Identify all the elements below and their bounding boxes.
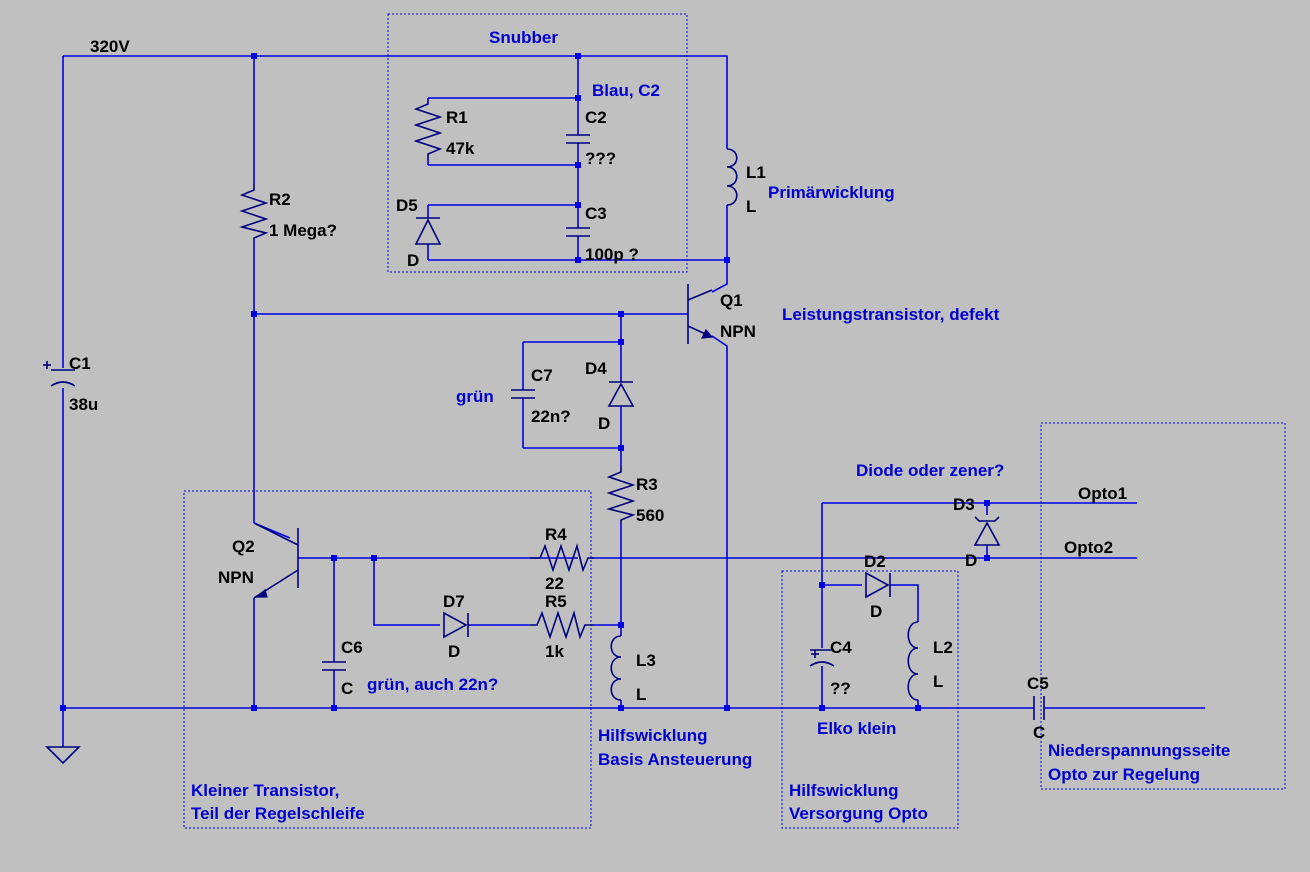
r3-value: 560 — [636, 506, 664, 525]
d5-value: D — [407, 251, 419, 270]
net-opto1: Opto1 — [1078, 484, 1127, 503]
c3-name: C3 — [585, 204, 607, 223]
q2-value: NPN — [218, 568, 254, 587]
d3-value: D — [965, 551, 977, 570]
hilf-basis-note-1: Hilfswicklung — [598, 726, 708, 745]
q2-name: Q2 — [232, 537, 255, 556]
component-labels: 320V C1 38u R2 1 Mega? R1 47k C2 ??? D5 … — [69, 37, 1127, 742]
primaer-note: Primärwicklung — [768, 183, 895, 202]
c1-name: C1 — [69, 354, 91, 373]
kleiner-transistor-note-2: Teil der Regelschleife — [191, 804, 365, 823]
kleiner-transistor-note-1: Kleiner Transistor, — [191, 781, 339, 800]
r4-resistor — [530, 543, 594, 573]
net-320v: 320V — [90, 37, 130, 56]
wires — [62, 55, 1205, 747]
r1-name: R1 — [446, 108, 468, 127]
c5-value: C — [1033, 723, 1045, 742]
hilf-opto-note-2: Versorgung Opto — [789, 804, 928, 823]
l1-inductor — [726, 148, 738, 206]
d2-diode — [865, 571, 891, 599]
c2-capacitor — [566, 134, 590, 144]
d4-value: D — [598, 414, 610, 433]
net-opto2: Opto2 — [1064, 538, 1113, 557]
c4-capacitor — [809, 649, 835, 667]
r3-resistor — [606, 467, 636, 523]
nieder-note-1: Niederspannungsseite — [1048, 741, 1230, 760]
snubber-box — [387, 13, 688, 273]
diode-zener-note: Diode oder zener? — [856, 461, 1004, 480]
l2-inductor — [907, 621, 919, 701]
l2-name: L2 — [933, 638, 953, 657]
elko-klein-note: Elko klein — [817, 719, 896, 738]
c6-value: C — [341, 679, 353, 698]
d5-diode — [414, 217, 442, 245]
snubber-note: Snubber — [489, 28, 558, 47]
d7-name: D7 — [443, 592, 465, 611]
c2-name: C2 — [585, 108, 607, 127]
c1-capacitor — [43, 361, 76, 387]
hilf-basis-note-2: Basis Ansteuerung — [598, 750, 752, 769]
r4-name: R4 — [545, 525, 567, 544]
l3-value: L — [636, 685, 646, 704]
d3-name: D3 — [953, 495, 975, 514]
annotations: Snubber Blau, C2 Primärwicklung Leistung… — [191, 28, 1230, 823]
low-voltage-box — [1040, 422, 1286, 790]
gruen-note: grün — [456, 387, 494, 406]
hilf-opto-note-1: Hilfswicklung — [789, 781, 899, 800]
q1-value: NPN — [720, 322, 756, 341]
d2-value: D — [870, 602, 882, 621]
r1-value: 47k — [446, 139, 475, 158]
r5-value: 1k — [545, 642, 564, 661]
d7-value: D — [448, 642, 460, 661]
q1-transistor — [687, 284, 714, 344]
c6-capacitor — [322, 661, 346, 671]
l2-value: L — [933, 672, 943, 691]
r4-value: 22 — [545, 574, 564, 593]
nieder-note-2: Opto zur Regelung — [1048, 765, 1200, 784]
r2-name: R2 — [269, 190, 291, 209]
c2-value: ??? — [585, 149, 616, 168]
leistung-note: Leistungstransistor, defekt — [782, 305, 1000, 324]
r5-resistor — [530, 610, 594, 640]
d4-name: D4 — [585, 359, 607, 378]
r2-value: 1 Mega? — [269, 221, 337, 240]
q2-transistor — [253, 523, 299, 599]
c6-name: C6 — [341, 638, 363, 657]
c3-capacitor — [566, 227, 590, 237]
blau-c2-note: Blau, C2 — [592, 81, 660, 100]
c4-name: C4 — [830, 638, 852, 657]
r2-resistor — [239, 184, 269, 240]
l3-inductor — [610, 635, 622, 701]
c7-capacitor — [511, 389, 535, 399]
d5-name: D5 — [396, 196, 418, 215]
l1-value: L — [746, 197, 756, 216]
gruen-auch-note: grün, auch 22n? — [367, 675, 498, 694]
d3-zener-diode — [973, 516, 1001, 546]
r1-resistor — [413, 100, 443, 160]
r5-name: R5 — [545, 592, 567, 611]
c7-name: C7 — [531, 366, 553, 385]
l3-name: L3 — [636, 651, 656, 670]
c1-value: 38u — [69, 395, 98, 414]
aux-supply-box — [781, 570, 959, 829]
c5-capacitor — [1033, 696, 1045, 720]
d4-diode — [607, 381, 635, 407]
junction-dots — [60, 53, 990, 711]
r3-name: R3 — [636, 475, 658, 494]
q1-name: Q1 — [720, 291, 743, 310]
l1-name: L1 — [746, 163, 766, 182]
c3-value: 100p ? — [585, 245, 639, 264]
c7-value: 22n? — [531, 407, 571, 426]
ground-icon — [45, 746, 81, 765]
c4-value: ?? — [830, 679, 851, 698]
d2-name: D2 — [864, 552, 886, 571]
d7-diode — [443, 611, 469, 639]
c5-name: C5 — [1027, 674, 1049, 693]
